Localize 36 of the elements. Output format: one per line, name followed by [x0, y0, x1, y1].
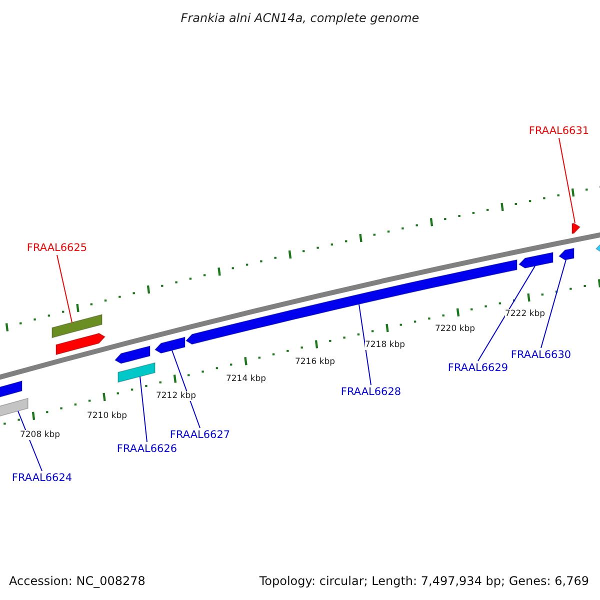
leader-line — [358, 304, 372, 386]
gene-label: FRAAL6631 — [528, 125, 590, 137]
gene-feature — [118, 362, 156, 383]
leader-line — [478, 266, 536, 362]
gene-feature — [56, 332, 106, 356]
gene-label: FRAAL6625 — [26, 242, 88, 254]
leader-line — [540, 259, 566, 348]
scale-label: 7208 kbp — [20, 430, 60, 440]
gene-label: FRAAL6626 — [116, 443, 178, 455]
gene-feature — [572, 222, 581, 234]
gene-feature — [0, 398, 28, 418]
gene-feature — [558, 248, 574, 260]
scale-label: 7216 kbp — [294, 357, 336, 367]
leader-line — [172, 350, 200, 428]
gene-label: FRAAL6630 — [510, 349, 572, 361]
gene-label: FRAAL6624 — [12, 472, 72, 484]
gene-label: FRAAL6629 — [448, 362, 508, 374]
scale-label: 7212 kbp — [156, 391, 196, 401]
accession-text: Accession: NC_008278 — [9, 574, 146, 588]
scale-label: 7210 kbp — [86, 411, 128, 421]
gene-label: FRAAL6627 — [170, 429, 230, 441]
gene-feature — [114, 345, 150, 364]
scale-label: 7218 kbp — [364, 340, 406, 350]
genome-info-text: Topology: circular; Length: 7,497,934 bp; Genes: 6,769 — [259, 574, 589, 588]
leader-line — [140, 376, 148, 442]
gene-feature — [518, 252, 554, 269]
gene-feature — [0, 380, 22, 399]
leader-line — [558, 138, 576, 224]
gene-feature — [154, 336, 186, 354]
scale-label: 7220 kbp — [434, 324, 476, 334]
gene-label: FRAAL6628 — [340, 386, 402, 398]
gene-feature — [52, 314, 102, 338]
scale-label: 7214 kbp — [226, 374, 266, 384]
leader-line — [56, 254, 72, 323]
scale-label: 7222 kbp — [504, 309, 546, 319]
title: Frankia alni ACN14a, complete genome — [180, 10, 420, 27]
